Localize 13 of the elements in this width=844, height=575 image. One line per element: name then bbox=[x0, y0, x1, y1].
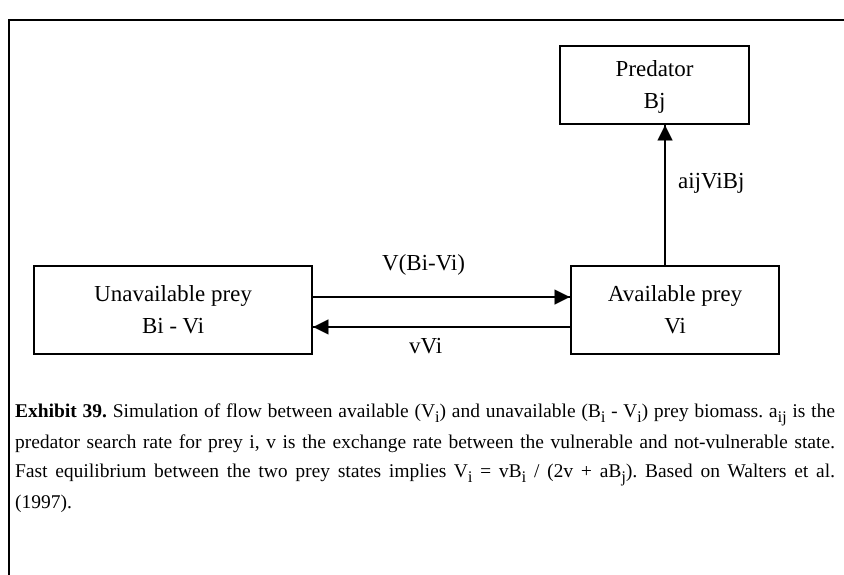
node-title: Predator bbox=[616, 54, 694, 83]
process-box bbox=[33, 265, 313, 355]
node-symbol: Vi bbox=[664, 312, 686, 340]
caption: Exhibit 39. Simulation of flow between available (V$_{i}$) and unavailable (B$_{i}$ - V$_{i}$) prey biomass. a$_{ij}$ is the predator search rate for prey i, v is the exchange rate between the vulnerable and not-vulnerable state. Fast equilibrium between the two prey states implies V$_{i}$ = vB$_{i}$ / (2v + aB$_{j}$). Based on Walters et al. (1997). bbox=[15, 400, 835, 516]
node-title: Unavailable prey bbox=[94, 280, 252, 308]
arrow bbox=[313, 319, 570, 335]
arrow bbox=[657, 125, 673, 265]
node-symbol: Bj bbox=[644, 87, 666, 115]
node-symbol: Bi - Vi bbox=[142, 312, 204, 340]
process-box bbox=[559, 45, 750, 125]
arrow bbox=[313, 289, 570, 305]
process-box bbox=[570, 265, 780, 355]
node-title: Available prey bbox=[608, 280, 742, 308]
